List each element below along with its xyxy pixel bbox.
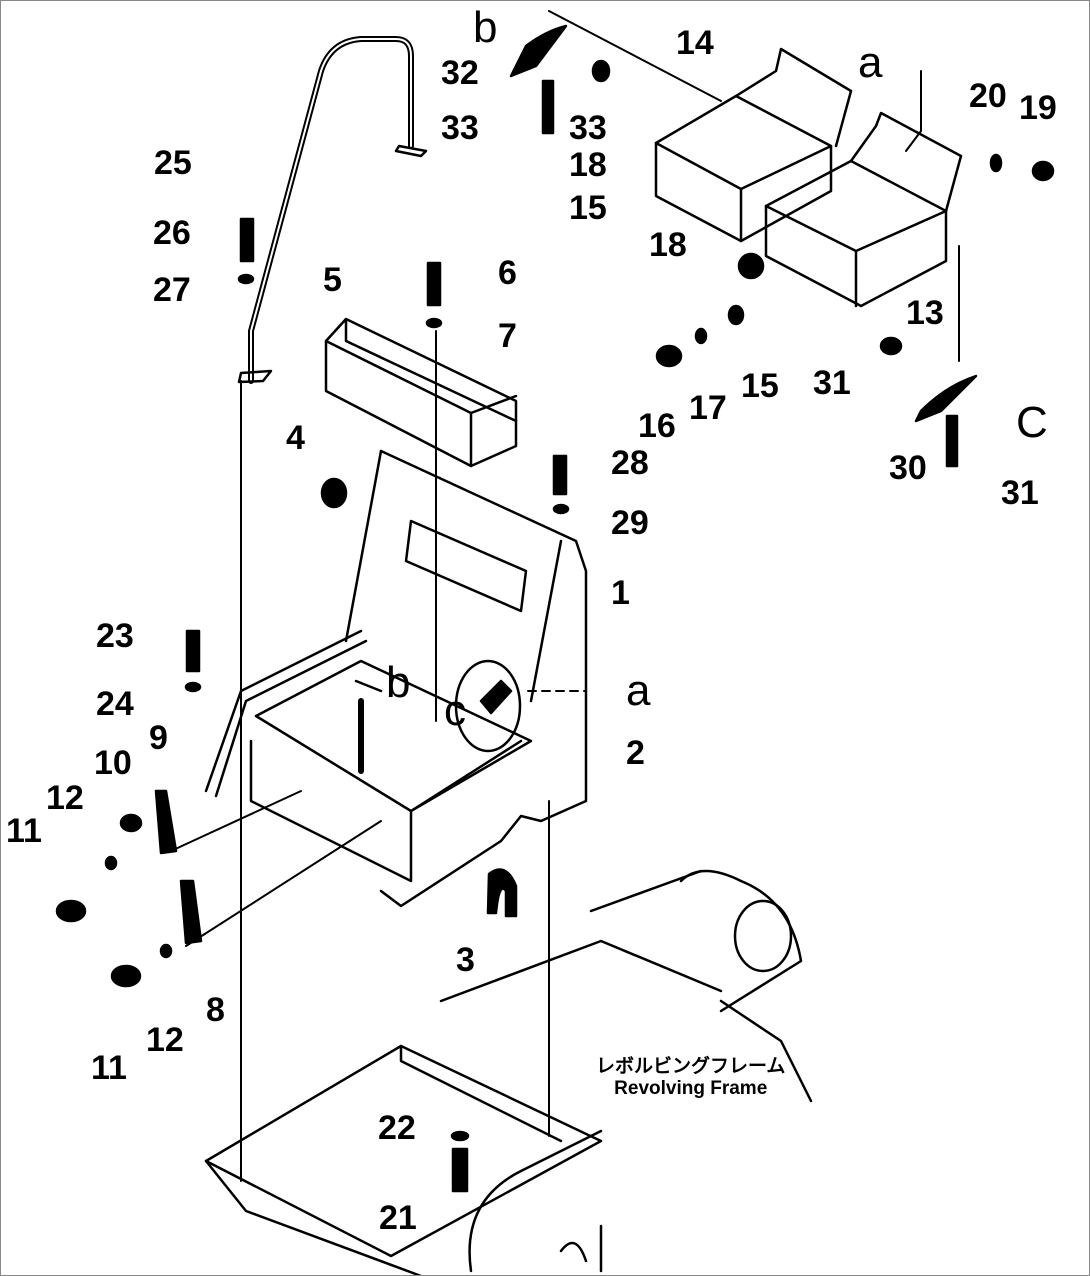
leader-lines	[170, 10, 960, 1182]
part-label-13: 13	[906, 294, 944, 332]
part-label-25: 25	[154, 144, 192, 182]
part-label-6: 6	[498, 254, 517, 292]
part-label-16: 16	[638, 407, 676, 445]
part-label-11: 11	[6, 812, 42, 850]
side-covers	[654, 47, 963, 308]
part-label-30: 30	[889, 449, 927, 487]
part-label-1: 1	[611, 574, 630, 612]
ref-letter-c: c	[444, 686, 466, 735]
part-label-18: 18	[569, 146, 607, 184]
ref-letter-b: b	[473, 3, 498, 52]
part-label-32: 32	[441, 54, 479, 92]
part-label-11: 11	[91, 1049, 127, 1087]
part-label-26: 26	[153, 214, 191, 252]
ref-letter-b: b	[386, 658, 411, 707]
part-label-2: 2	[626, 734, 645, 772]
part-label-12: 12	[46, 779, 84, 817]
part-label-5: 5	[323, 261, 342, 299]
part-label-33: 33	[569, 109, 607, 147]
part-label-23: 23	[96, 617, 134, 655]
part-label-29: 29	[611, 504, 649, 542]
part-label-4: 4	[286, 419, 305, 457]
part-label-21: 21	[379, 1199, 417, 1237]
ref-letter-c: C	[1016, 398, 1048, 447]
base-plate	[204, 869, 813, 1275]
part-label-31: 31	[813, 364, 851, 402]
part-label-19: 19	[1019, 89, 1057, 127]
note-japanese: レボルビングフレーム	[596, 1056, 786, 1077]
part-label-24: 24	[96, 685, 134, 723]
part-label-3: 3	[456, 941, 475, 979]
part-label-28: 28	[611, 444, 649, 482]
part-label-7: 7	[498, 317, 517, 355]
ref-letter-a: a	[626, 666, 651, 715]
revolving-frame-note: レボルビングフレーム Revolving Frame	[596, 1056, 785, 1100]
part-label-14: 14	[676, 24, 714, 62]
part-label-17: 17	[689, 389, 727, 427]
part-label-15: 15	[569, 189, 607, 227]
part-label-20: 20	[969, 77, 1007, 115]
part-label-33: 33	[441, 109, 479, 147]
part-label-8: 8	[206, 991, 225, 1029]
handrail	[237, 36, 428, 384]
note-english: Revolving Frame	[614, 1078, 768, 1099]
part-label-22: 22	[378, 1109, 416, 1147]
cover-box	[324, 317, 518, 468]
part-label-31: 31	[1001, 474, 1039, 512]
part-label-10: 10	[94, 744, 132, 782]
ref-letter-a: a	[858, 38, 883, 87]
part-label-12: 12	[146, 1021, 184, 1059]
part-label-27: 27	[153, 271, 191, 309]
part-label-15: 15	[741, 367, 779, 405]
part-label-18: 18	[649, 226, 687, 264]
fasteners	[55, 24, 1055, 1193]
part-label-9: 9	[149, 719, 168, 757]
